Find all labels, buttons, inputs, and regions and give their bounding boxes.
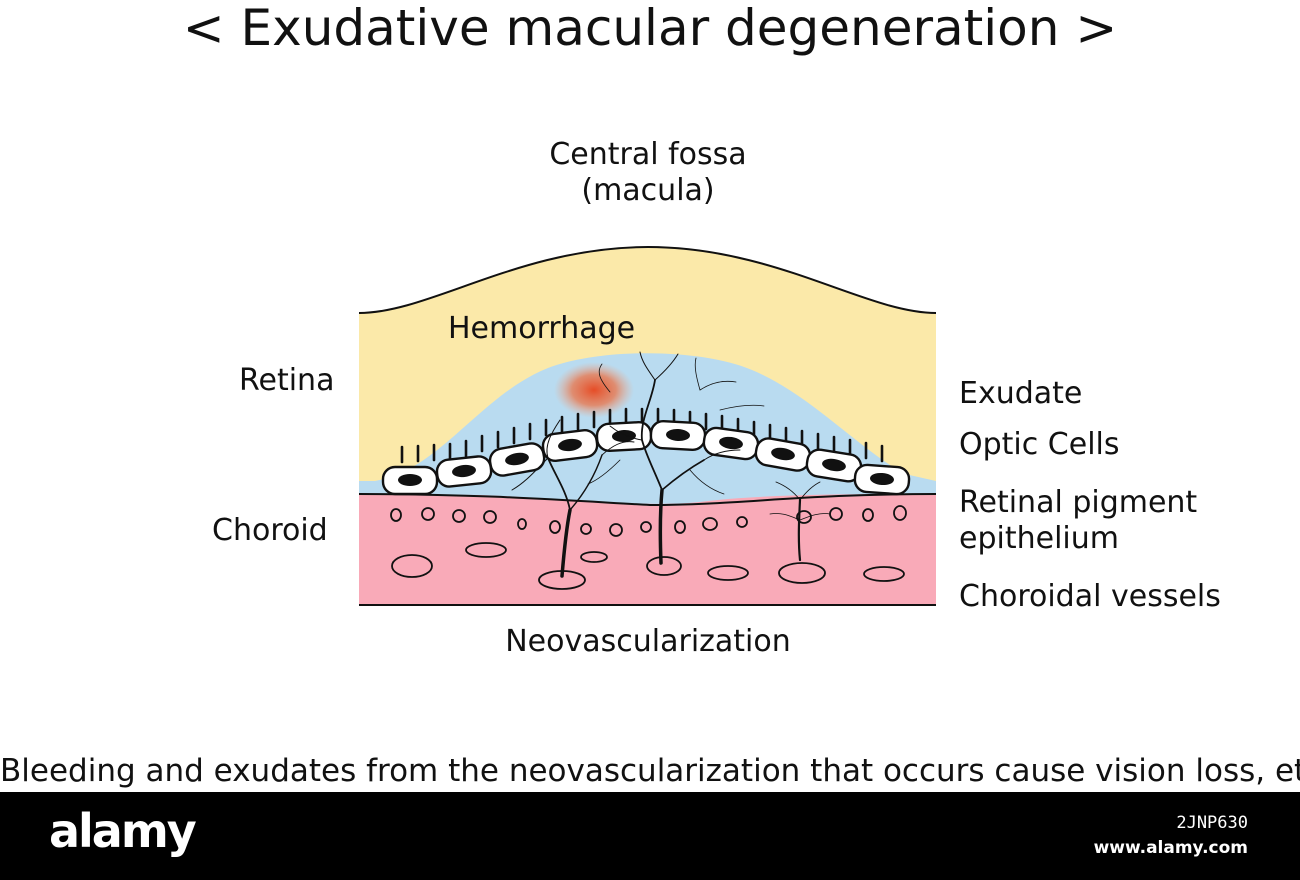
exudate-label: Exudate <box>959 376 1083 411</box>
rpe-label-line2: epithelium <box>959 521 1119 556</box>
stock-image-id: 2JNP630 <box>1176 813 1248 833</box>
optic-cell-rods <box>400 407 884 464</box>
choroid-label: Choroid <box>212 513 328 548</box>
choroid-layer <box>359 494 936 605</box>
choroidal-vessels <box>390 505 907 590</box>
hemorrhage-spot <box>554 362 634 418</box>
neovascularization-label: Neovascularization <box>505 624 791 659</box>
central-fossa-label: Central fossa <box>549 137 747 172</box>
stock-watermark-bar: alamy 2JNP630 www.alamy.com <box>0 792 1300 880</box>
stock-url: www.alamy.com <box>1093 838 1248 858</box>
rpe-label-line1: Retinal pigment <box>959 485 1198 520</box>
macula-label: (macula) <box>581 173 715 208</box>
hemorrhage-label: Hemorrhage <box>448 311 636 346</box>
rpe-cell-nuclei <box>398 428 894 486</box>
stock-logo: alamy <box>49 804 197 858</box>
choroidal-vessels-label: Choroidal vessels <box>959 579 1221 614</box>
retinal-pigment-epithelium-line <box>358 493 937 507</box>
caption: Bleeding and exudates from the neovascul… <box>0 753 1300 789</box>
diagram-title: < Exudative macular degeneration > <box>182 0 1118 57</box>
retina-surface-line <box>358 245 937 314</box>
optic-cells-label: Optic Cells <box>959 427 1120 462</box>
retina-label: Retina <box>239 363 335 398</box>
neovascular-vessels <box>511 351 831 578</box>
